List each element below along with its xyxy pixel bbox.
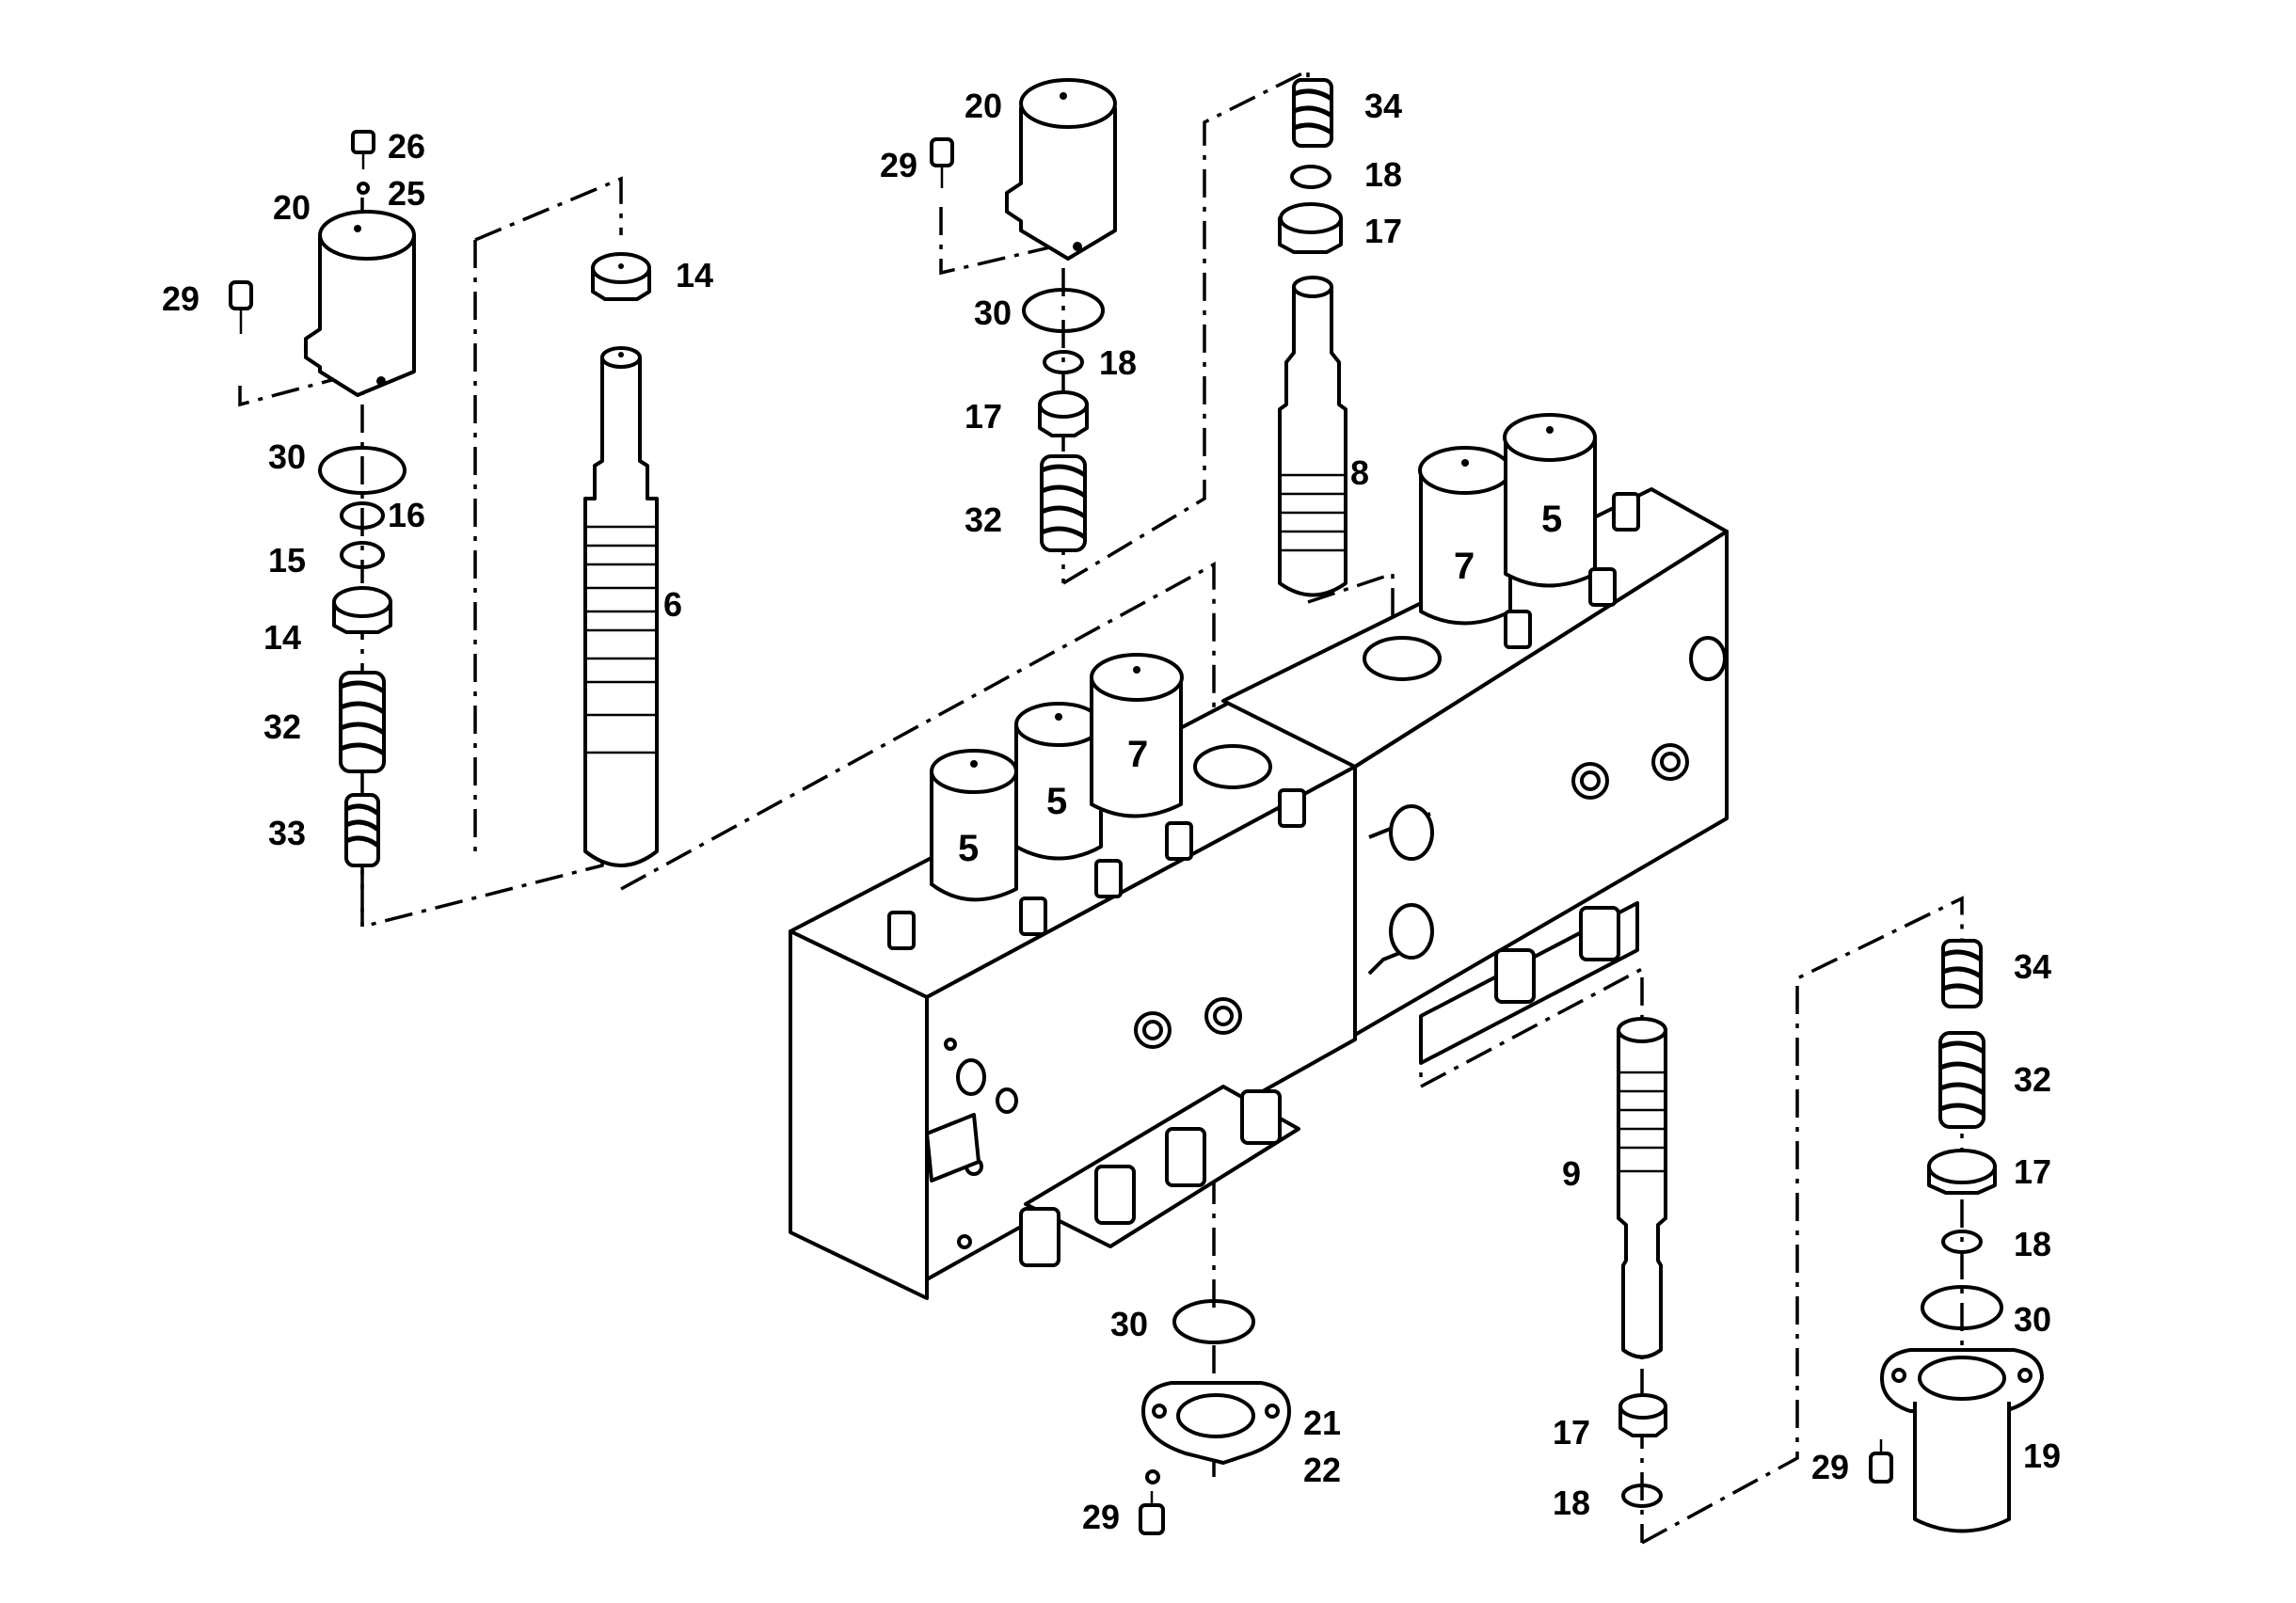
callout-14-spool: 14 xyxy=(676,256,713,294)
callout-29-bottom: 29 xyxy=(1082,1498,1120,1536)
washer-29-bottom xyxy=(1145,1469,1160,1484)
solenoid-7-left xyxy=(1090,653,1184,818)
solenoid-5-right xyxy=(1503,413,1597,588)
seat-17-bottom-spool xyxy=(1618,1393,1667,1437)
callout-33: 33 xyxy=(268,814,306,852)
solenoid-7-right xyxy=(1418,446,1512,626)
valve-block xyxy=(789,487,1729,1300)
callout-16: 16 xyxy=(388,496,425,534)
callout-labels: 26 25 20 29 30 16 15 14 32 33 14 6 20 29… xyxy=(162,87,2061,1536)
center-top-stack xyxy=(930,78,1117,552)
oring-30-bottom xyxy=(1172,1299,1255,1344)
callout-18-top: 18 xyxy=(1364,155,1402,194)
block-studs xyxy=(887,492,1640,950)
callout-14-left: 14 xyxy=(263,618,301,657)
oring-16 xyxy=(340,501,385,530)
screw-29-center xyxy=(930,137,954,188)
spring-32-left xyxy=(339,671,386,773)
oring-30-center xyxy=(1022,288,1105,333)
oring-18-top xyxy=(1290,165,1331,189)
callout-5-middle: 5 xyxy=(1046,781,1067,822)
spring-32-bottom xyxy=(1938,1031,1985,1129)
solenoid-20-center xyxy=(1005,78,1117,261)
callout-9: 9 xyxy=(1562,1154,1581,1193)
callout-18-spool9: 18 xyxy=(1553,1484,1590,1522)
screw-29-right-bottom xyxy=(1869,1439,1893,1484)
callout-32-center: 32 xyxy=(965,500,1002,539)
seat-14-spool xyxy=(591,252,651,301)
oring-30-right-bottom xyxy=(1921,1285,2003,1330)
left-stack xyxy=(229,130,416,867)
callout-20-left: 20 xyxy=(273,188,311,227)
cover-19 xyxy=(1880,1348,2044,1533)
right-bottom-stack xyxy=(1869,939,2044,1533)
cover-21-22 xyxy=(1141,1381,1291,1465)
callout-34-top: 34 xyxy=(1364,87,1402,125)
spring-32-center xyxy=(1040,454,1087,552)
callout-8: 8 xyxy=(1350,453,1369,492)
seat-14-left xyxy=(332,586,392,634)
spring-34-bottom xyxy=(1941,939,1983,1008)
spool-6 xyxy=(583,252,659,867)
solenoid-5-front xyxy=(930,749,1018,902)
callout-17-right-bottom: 17 xyxy=(2014,1152,2051,1191)
spring-34-top xyxy=(1292,78,1333,148)
callout-30-right-bottom: 30 xyxy=(2014,1300,2051,1339)
screw-29-left xyxy=(229,280,253,334)
callout-18-center: 18 xyxy=(1099,343,1137,382)
right-top-stack xyxy=(1278,78,1347,597)
callout-34-bottom: 34 xyxy=(2014,947,2051,986)
block-ports xyxy=(944,636,1727,1249)
callout-17-top: 17 xyxy=(1364,212,1402,250)
callout-19: 19 xyxy=(2023,1436,2061,1475)
callout-22: 22 xyxy=(1303,1451,1341,1489)
callout-5-front: 5 xyxy=(958,828,979,869)
callout-30-center: 30 xyxy=(974,294,1012,332)
screw-29-bottom xyxy=(1139,1491,1165,1535)
spring-33 xyxy=(344,793,380,867)
solenoid-5-middle xyxy=(1014,702,1103,861)
callout-7-right: 7 xyxy=(1454,546,1475,587)
block-bosses-bottom xyxy=(1019,906,1620,1267)
callout-26: 26 xyxy=(388,127,425,166)
callout-7-left: 7 xyxy=(1127,734,1148,775)
washer-25 xyxy=(357,182,370,195)
callout-29-right-bottom: 29 xyxy=(1811,1448,1849,1486)
callout-30-left: 30 xyxy=(268,437,306,476)
callout-30-bottom: 30 xyxy=(1110,1305,1148,1343)
callout-32-bottom: 32 xyxy=(2014,1060,2051,1099)
callout-29-left: 29 xyxy=(162,279,199,318)
oring-30-left xyxy=(318,446,407,495)
oring-18-right-bottom xyxy=(1941,1230,1983,1254)
callout-6: 6 xyxy=(663,585,682,624)
solenoid-20-left xyxy=(304,210,416,397)
seat-17-center xyxy=(1038,390,1089,437)
callout-20-center: 20 xyxy=(965,87,1002,125)
seat-17-right-bottom xyxy=(1927,1149,1997,1195)
spool-8 xyxy=(1278,276,1347,597)
block-solenoids xyxy=(887,413,1640,950)
callout-25: 25 xyxy=(388,174,425,213)
callout-5-right: 5 xyxy=(1541,499,1562,540)
screw-26 xyxy=(351,130,375,169)
oring-18-bottom-spool xyxy=(1621,1484,1663,1508)
callout-17-center: 17 xyxy=(965,397,1002,436)
oring-15 xyxy=(340,541,385,569)
callout-18-right-bottom: 18 xyxy=(2014,1225,2051,1263)
callout-21: 21 xyxy=(1303,1404,1341,1442)
bottom-center-stack xyxy=(1139,1299,1291,1535)
spool-9 xyxy=(1617,1017,1667,1359)
callout-15: 15 xyxy=(268,541,306,579)
callout-32-left: 32 xyxy=(263,707,301,746)
callout-29-center: 29 xyxy=(880,146,917,184)
oring-18-center xyxy=(1043,350,1084,374)
callout-17-spool9: 17 xyxy=(1553,1413,1590,1452)
seat-17-top xyxy=(1278,202,1343,254)
spool-9-stack xyxy=(1617,1017,1667,1508)
